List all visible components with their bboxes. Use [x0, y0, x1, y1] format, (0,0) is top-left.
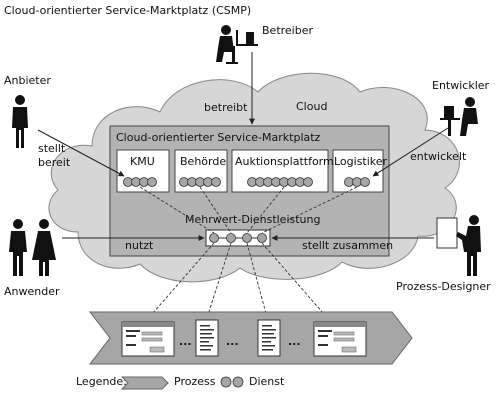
actor-process-designer: Prozess-Designer: [396, 280, 491, 293]
relation-uses: nutzt: [125, 239, 154, 252]
operator-icon: [216, 25, 258, 64]
actor-user: Anwender: [4, 285, 60, 298]
legend-process-label: Prozess: [174, 375, 216, 388]
service-dot: [211, 177, 221, 187]
service-dot: [360, 177, 370, 187]
service-dot: [257, 233, 267, 243]
process-ellipsis-3: ...: [288, 335, 301, 348]
process-step-window-1: [121, 321, 175, 357]
relation-composes: stellt zusammen: [302, 239, 393, 252]
service-dot: [242, 233, 252, 243]
service-dot: [209, 233, 219, 243]
category-box-auktionsplattform: [231, 149, 329, 193]
service-label: Mehrwert-Dienstleistung: [185, 213, 320, 226]
process-ellipsis-1: ...: [179, 335, 192, 348]
cloud-label: Cloud: [296, 100, 327, 113]
process-step-document-2: [257, 319, 281, 357]
service-dot: [303, 177, 313, 187]
service-dot: [147, 177, 157, 187]
process-designer-icon: [436, 215, 481, 276]
actor-developer: Entwickler: [432, 79, 490, 92]
services-auktionsplattform: [247, 177, 313, 187]
legend-process-symbol: [120, 376, 169, 390]
diagram-title: Cloud-orientierter Service-Marktplatz (C…: [4, 4, 251, 17]
legend-service-dot: [232, 376, 244, 388]
actor-operator: Betreiber: [262, 24, 313, 37]
relation-provides-2: bereit: [38, 156, 71, 169]
arrow-develops: [372, 127, 449, 177]
service-mapping-lines: [139, 186, 358, 322]
legend-service-dot: [220, 376, 232, 388]
category-label-auktionsplattform: Auktionsplattform: [235, 155, 334, 168]
process-step-window-2: [313, 321, 367, 357]
service-dot: [226, 233, 236, 243]
legend-label: Legende:: [76, 375, 127, 388]
developer-icon: [440, 97, 478, 136]
services-behoerde: [179, 177, 221, 187]
relation-develops: entwickelt: [410, 150, 467, 163]
process-ellipsis-2: ...: [226, 335, 239, 348]
marketplace-label: Cloud-orientierter Service-Marktplatz: [116, 131, 321, 144]
category-label-logistiker: Logistiker: [334, 155, 388, 168]
process-step-document-1: [195, 319, 219, 357]
category-label-kmu: KMU: [130, 155, 155, 168]
services-logistiker: [344, 177, 370, 187]
services-kmu: [123, 177, 157, 187]
arrow-provides: [37, 129, 125, 177]
actor-provider: Anbieter: [4, 74, 51, 87]
relation-provides-1: stellt: [38, 142, 66, 155]
user-icon: [9, 219, 56, 276]
relation-operates: betreibt: [204, 101, 248, 114]
category-label-behoerde: Behörde: [180, 155, 226, 168]
legend-service-label: Dienst: [249, 375, 285, 388]
provider-icon: [12, 95, 28, 148]
